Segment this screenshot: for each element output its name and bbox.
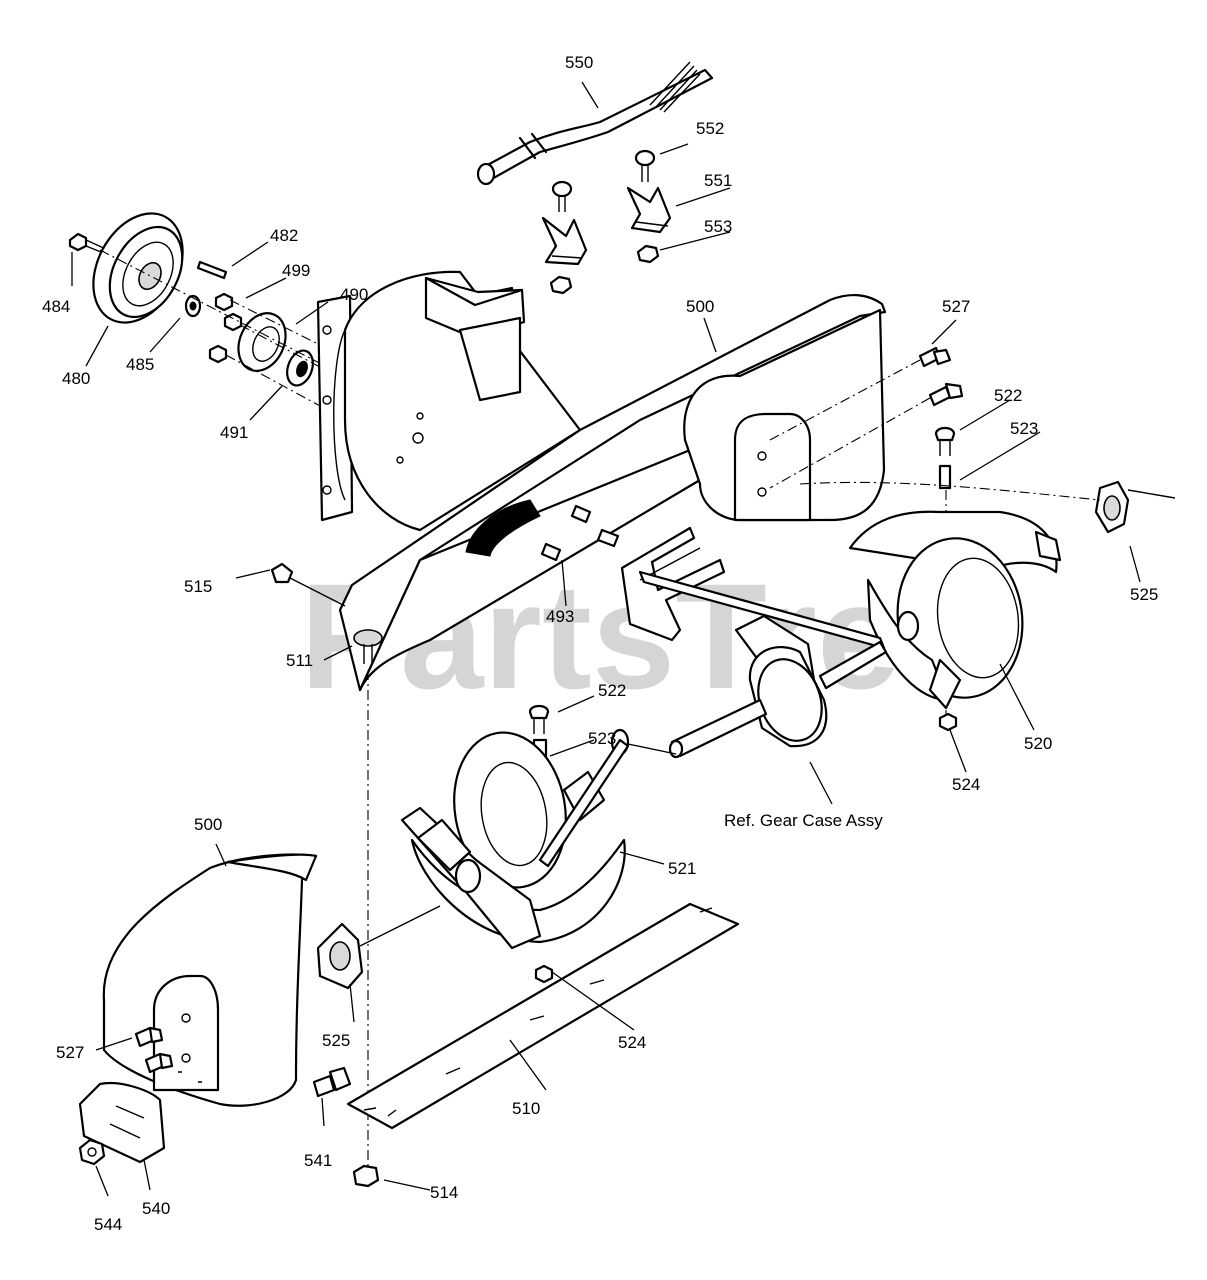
label-552: 552 xyxy=(696,119,724,138)
part-514-nut[interactable] xyxy=(352,1164,380,1188)
label-522-top: 522 xyxy=(994,386,1022,405)
label-523-lower: 523 xyxy=(588,729,616,748)
part-500-auger-housing[interactable] xyxy=(316,270,887,692)
part-523-spacer-upper[interactable] xyxy=(938,464,952,490)
label-499: 499 xyxy=(282,261,310,280)
part-520-auger-right[interactable] xyxy=(848,510,1062,710)
label-485: 485 xyxy=(126,355,154,374)
part-500-housing-end[interactable] xyxy=(102,853,318,1107)
label-520: 520 xyxy=(1024,734,1052,753)
label-511: 511 xyxy=(286,651,313,670)
part-551-bracket-left[interactable] xyxy=(541,216,588,266)
part-551-bracket[interactable] xyxy=(626,186,672,234)
part-544-nut[interactable] xyxy=(78,1138,106,1166)
part-525-bearing-lower[interactable] xyxy=(316,922,364,990)
label-524-lower: 524 xyxy=(618,1033,646,1052)
label-550: 550 xyxy=(565,53,593,72)
label-540: 540 xyxy=(142,1199,170,1218)
part-499-bolts[interactable] xyxy=(208,292,243,364)
label-500-lower: 500 xyxy=(194,815,222,834)
part-522-bolt-upper[interactable] xyxy=(934,426,956,456)
label-541: 541 xyxy=(304,1151,332,1170)
label-482: 482 xyxy=(270,226,298,245)
part-552-screw[interactable] xyxy=(634,149,656,182)
part-540-skid-shoe[interactable] xyxy=(78,1082,166,1164)
part-511-carriage-bolt[interactable] xyxy=(353,629,383,664)
label-500-top: 500 xyxy=(686,297,714,316)
part-541-bolt[interactable] xyxy=(312,1066,352,1098)
part-515-push-fastener[interactable] xyxy=(270,562,346,607)
label-490: 490 xyxy=(340,285,368,304)
part-550-crank-rod[interactable] xyxy=(476,61,714,186)
part-553-nut-left[interactable] xyxy=(549,275,573,295)
part-493-bolts[interactable] xyxy=(540,504,620,562)
label-484: 484 xyxy=(42,297,70,316)
part-482-key[interactable] xyxy=(196,260,228,280)
part-521-auger-left[interactable] xyxy=(400,724,630,950)
label-544: 544 xyxy=(94,1215,122,1234)
part-524-nut-lower[interactable] xyxy=(534,964,554,984)
label-522-lower: 522 xyxy=(598,681,626,700)
label-515: 515 xyxy=(184,577,212,596)
label-510: 510 xyxy=(512,1099,540,1118)
part-552-screw-left[interactable] xyxy=(551,180,573,212)
part-524-nut-right[interactable] xyxy=(938,712,958,732)
part-485-washer[interactable] xyxy=(184,294,202,318)
label-480: 480 xyxy=(62,369,90,388)
part-553-nut[interactable] xyxy=(636,244,660,264)
label-527-top: 527 xyxy=(942,297,970,316)
label-523-top: 523 xyxy=(1010,419,1038,438)
part-525-bearing-right[interactable] xyxy=(1094,480,1130,534)
ref-gear-case-assy[interactable] xyxy=(620,526,888,759)
label-514: 514 xyxy=(430,1183,458,1202)
label-521: 521 xyxy=(668,859,696,878)
label-gear-case: Ref. Gear Case Assy xyxy=(724,811,883,830)
part-522-bolt-lower[interactable] xyxy=(528,704,550,734)
label-527-lower: 527 xyxy=(56,1043,84,1062)
label-525-lower: 525 xyxy=(322,1031,350,1050)
label-551: 551 xyxy=(704,171,732,190)
label-493: 493 xyxy=(546,607,574,626)
part-480-pulley[interactable] xyxy=(75,198,200,338)
label-491: 491 xyxy=(220,423,248,442)
part-484-bolt[interactable] xyxy=(68,232,109,255)
label-524-right: 524 xyxy=(952,775,980,794)
part-527-bolts-upper[interactable] xyxy=(918,346,964,407)
part-510-shave-plate[interactable] xyxy=(346,902,740,1130)
label-553: 553 xyxy=(704,217,732,236)
label-525-right: 525 xyxy=(1130,585,1158,604)
part-527-bolts-lower[interactable] xyxy=(134,1026,174,1074)
leaders xyxy=(71,81,1141,1197)
